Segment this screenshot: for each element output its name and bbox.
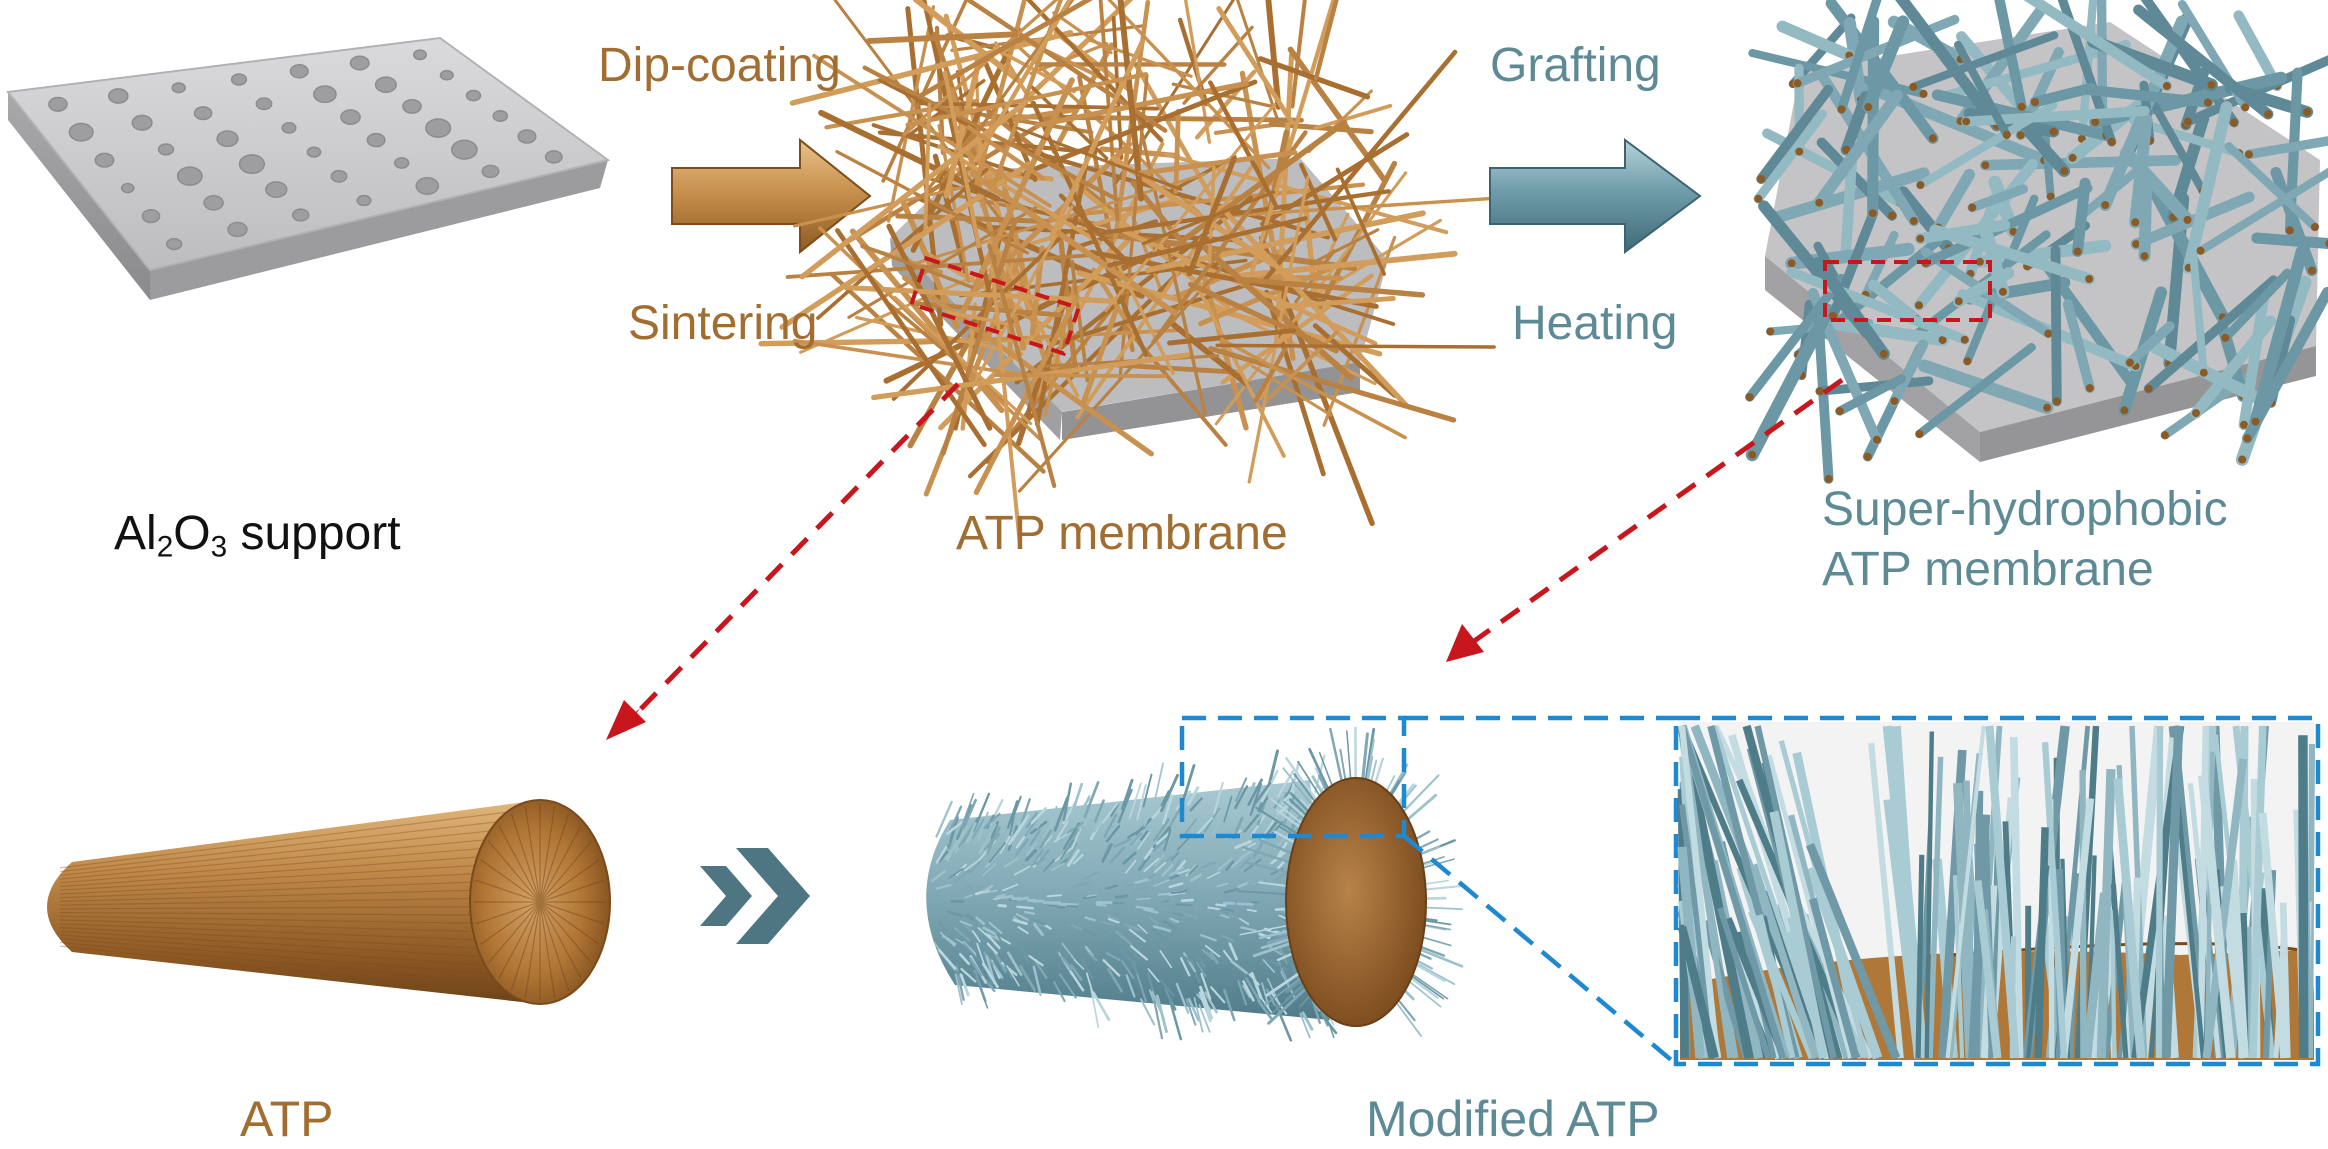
zoom-indicator-modified-atp [1179, 715, 2321, 1067]
zoom-box-atp-membrane [908, 255, 1082, 357]
atp-rod-illustration [47, 799, 611, 1005]
chevron-arrow-icon [700, 848, 810, 944]
alumina-support-illustration [6, 36, 611, 300]
step-label-dip-coating: Dip-coating [598, 39, 841, 92]
modified-atp-illustration [926, 726, 1464, 1042]
dip-coating-arrow [671, 137, 872, 255]
grafting-arrow [1489, 138, 1702, 254]
label-atp: ATP [240, 1091, 334, 1147]
label-atp-membrane: ATP membrane [956, 507, 1288, 560]
step-label-sintering: Sintering [628, 297, 818, 350]
step-label-grafting: Grafting [1490, 39, 1661, 92]
superhydrophobic-membrane-illustration [1745, 0, 2328, 484]
zoom-inset-detail [1677, 722, 2316, 1060]
label-superhydrophobic-line1: Super-hydrophobic [1822, 483, 2228, 536]
zoom-arrow-modified-atp [1446, 377, 1844, 662]
atp-membrane-illustration [758, 0, 1516, 549]
zoom-arrow-atp [606, 382, 960, 740]
label-alumina-support: Al2O3 support [114, 507, 401, 564]
label-superhydrophobic-line2: ATP membrane [1822, 543, 2154, 596]
label-modified-atp: Modified ATP [1366, 1091, 1660, 1147]
step-label-heating: Heating [1512, 297, 1678, 350]
zoom-box-superhydrophobic [1823, 260, 1992, 322]
